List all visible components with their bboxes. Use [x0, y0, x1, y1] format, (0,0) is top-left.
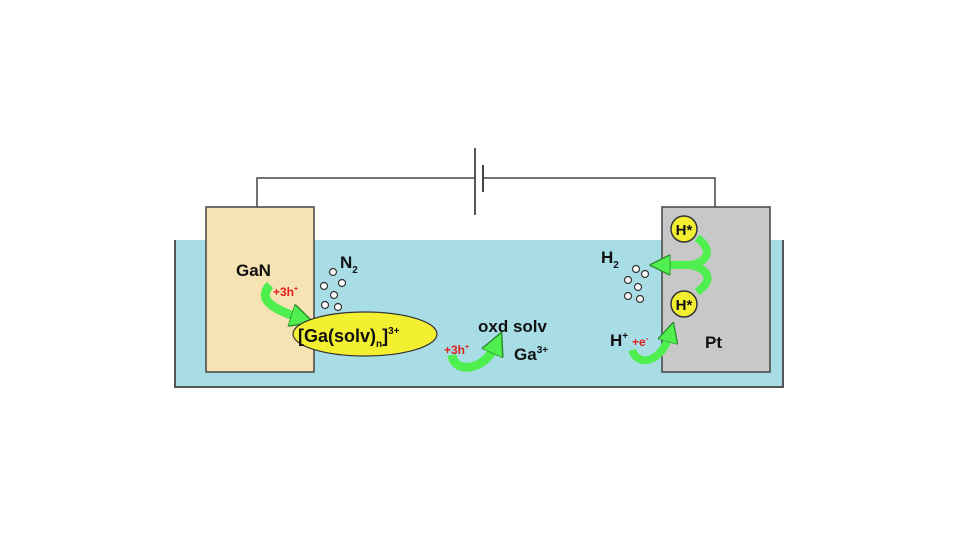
h-star-bottom: H*: [676, 297, 693, 314]
pt-electrode: [661, 206, 771, 373]
green-arrow-h2-top: [689, 234, 711, 269]
oxd-solv-label: oxd solv: [478, 317, 548, 336]
green-arrow-gan: [260, 281, 300, 318]
hole-label-1: +3h+: [273, 285, 298, 299]
ga-ion-label: Ga3+: [514, 345, 548, 364]
green-arrow-hplus: [628, 334, 670, 365]
gan-electrode: [205, 206, 315, 373]
pt-label: Pt: [705, 333, 722, 352]
ga-complex-ellipse: [292, 311, 438, 357]
n2-label: N2: [340, 253, 358, 276]
green-arrow-oxd: [447, 345, 496, 372]
electron-label: +e-: [632, 334, 649, 349]
h2-bubbles: [623, 264, 650, 304]
ga-complex-label: [Ga(solv)n]3+: [298, 326, 400, 350]
wire: [256, 177, 716, 207]
h-plus-label: H+: [610, 331, 628, 350]
h2-label: H2: [601, 248, 619, 271]
tank-wall: [174, 240, 784, 388]
n2-bubbles: [319, 267, 347, 312]
h-star-bottom-circle: [670, 290, 698, 318]
h-star-top-circle: [670, 215, 698, 243]
gan-label: GaN: [236, 261, 271, 280]
h-star-top: H*: [676, 222, 693, 239]
hole-label-2: +3h+: [444, 343, 469, 357]
